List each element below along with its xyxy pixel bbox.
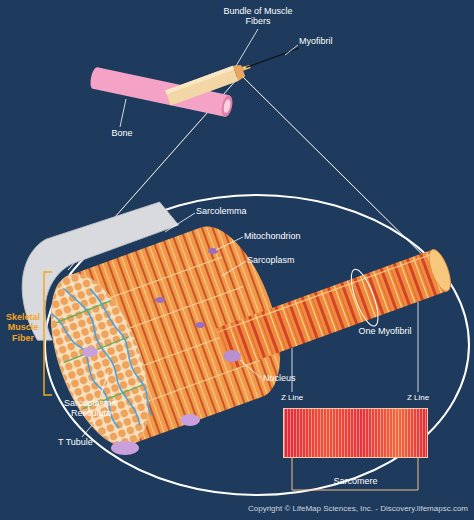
- z-line-marker: [418, 302, 419, 392]
- illustration-part: [49, 299, 146, 409]
- part-label: Sarcolemma: [196, 206, 276, 216]
- muscle-fiber: [4, 114, 467, 463]
- illustration-part: [233, 63, 246, 81]
- nucleus-shape: [82, 347, 98, 357]
- fiber-bracket: [44, 272, 52, 395]
- illustration-part: [89, 66, 101, 89]
- illustration-part: [165, 66, 234, 94]
- zoom-line: [242, 76, 450, 282]
- part-label: Z Line: [272, 393, 312, 402]
- leader-line: [222, 261, 246, 276]
- illustration-part: [346, 266, 383, 329]
- z-line-marker: [292, 348, 293, 392]
- mitochondrion-shape: [208, 248, 218, 254]
- node-label: Sarcomere: [284, 476, 427, 486]
- leader-line: [236, 29, 258, 66]
- illustration-part: [165, 66, 238, 106]
- bone-shape: [89, 66, 234, 117]
- illustration-part: [32, 262, 169, 459]
- part-label: Sarcoplasmic Reticulum: [48, 398, 134, 419]
- illustration-part: [246, 48, 299, 67]
- illustration-part: [218, 253, 434, 332]
- part-label: One Myofibril: [345, 326, 425, 336]
- part-label: Sarcoplasm: [247, 255, 327, 265]
- leader-line: [240, 360, 261, 378]
- part-label: T Tubule: [58, 437, 118, 447]
- illustration-part: [220, 94, 234, 118]
- mitochondrion-shape: [195, 322, 205, 328]
- nucleus-shape: [111, 441, 139, 455]
- leader-line: [285, 45, 298, 55]
- illustration-part: [216, 247, 455, 370]
- part-label: Mitochondrion: [244, 231, 324, 241]
- sarcomere-box: Sarcomere: [283, 408, 428, 458]
- part-label: Z Line: [398, 393, 438, 402]
- mitochondrion-shape: [155, 297, 165, 303]
- muscle-bundle: [165, 43, 302, 106]
- leader-line: [120, 99, 126, 127]
- illustration-part: [425, 247, 455, 294]
- illustration-part: [223, 99, 232, 114]
- part-label: Skeletal Muscle Fiber: [2, 312, 44, 343]
- part-label: Bundle of Muscle Fibers: [216, 6, 300, 27]
- part-label: Myofibril: [299, 36, 359, 46]
- part-label: Bone: [100, 128, 144, 138]
- leader-line: [100, 372, 108, 398]
- copyright-note: Copyright © LifeMap Sciences, Inc. - Dis…: [130, 504, 468, 513]
- nucleus-shape: [180, 414, 200, 426]
- part-label: Nucleus: [263, 373, 323, 383]
- leader-line: [165, 213, 195, 232]
- nucleus-shape: [223, 350, 241, 362]
- leader-line: [216, 237, 243, 250]
